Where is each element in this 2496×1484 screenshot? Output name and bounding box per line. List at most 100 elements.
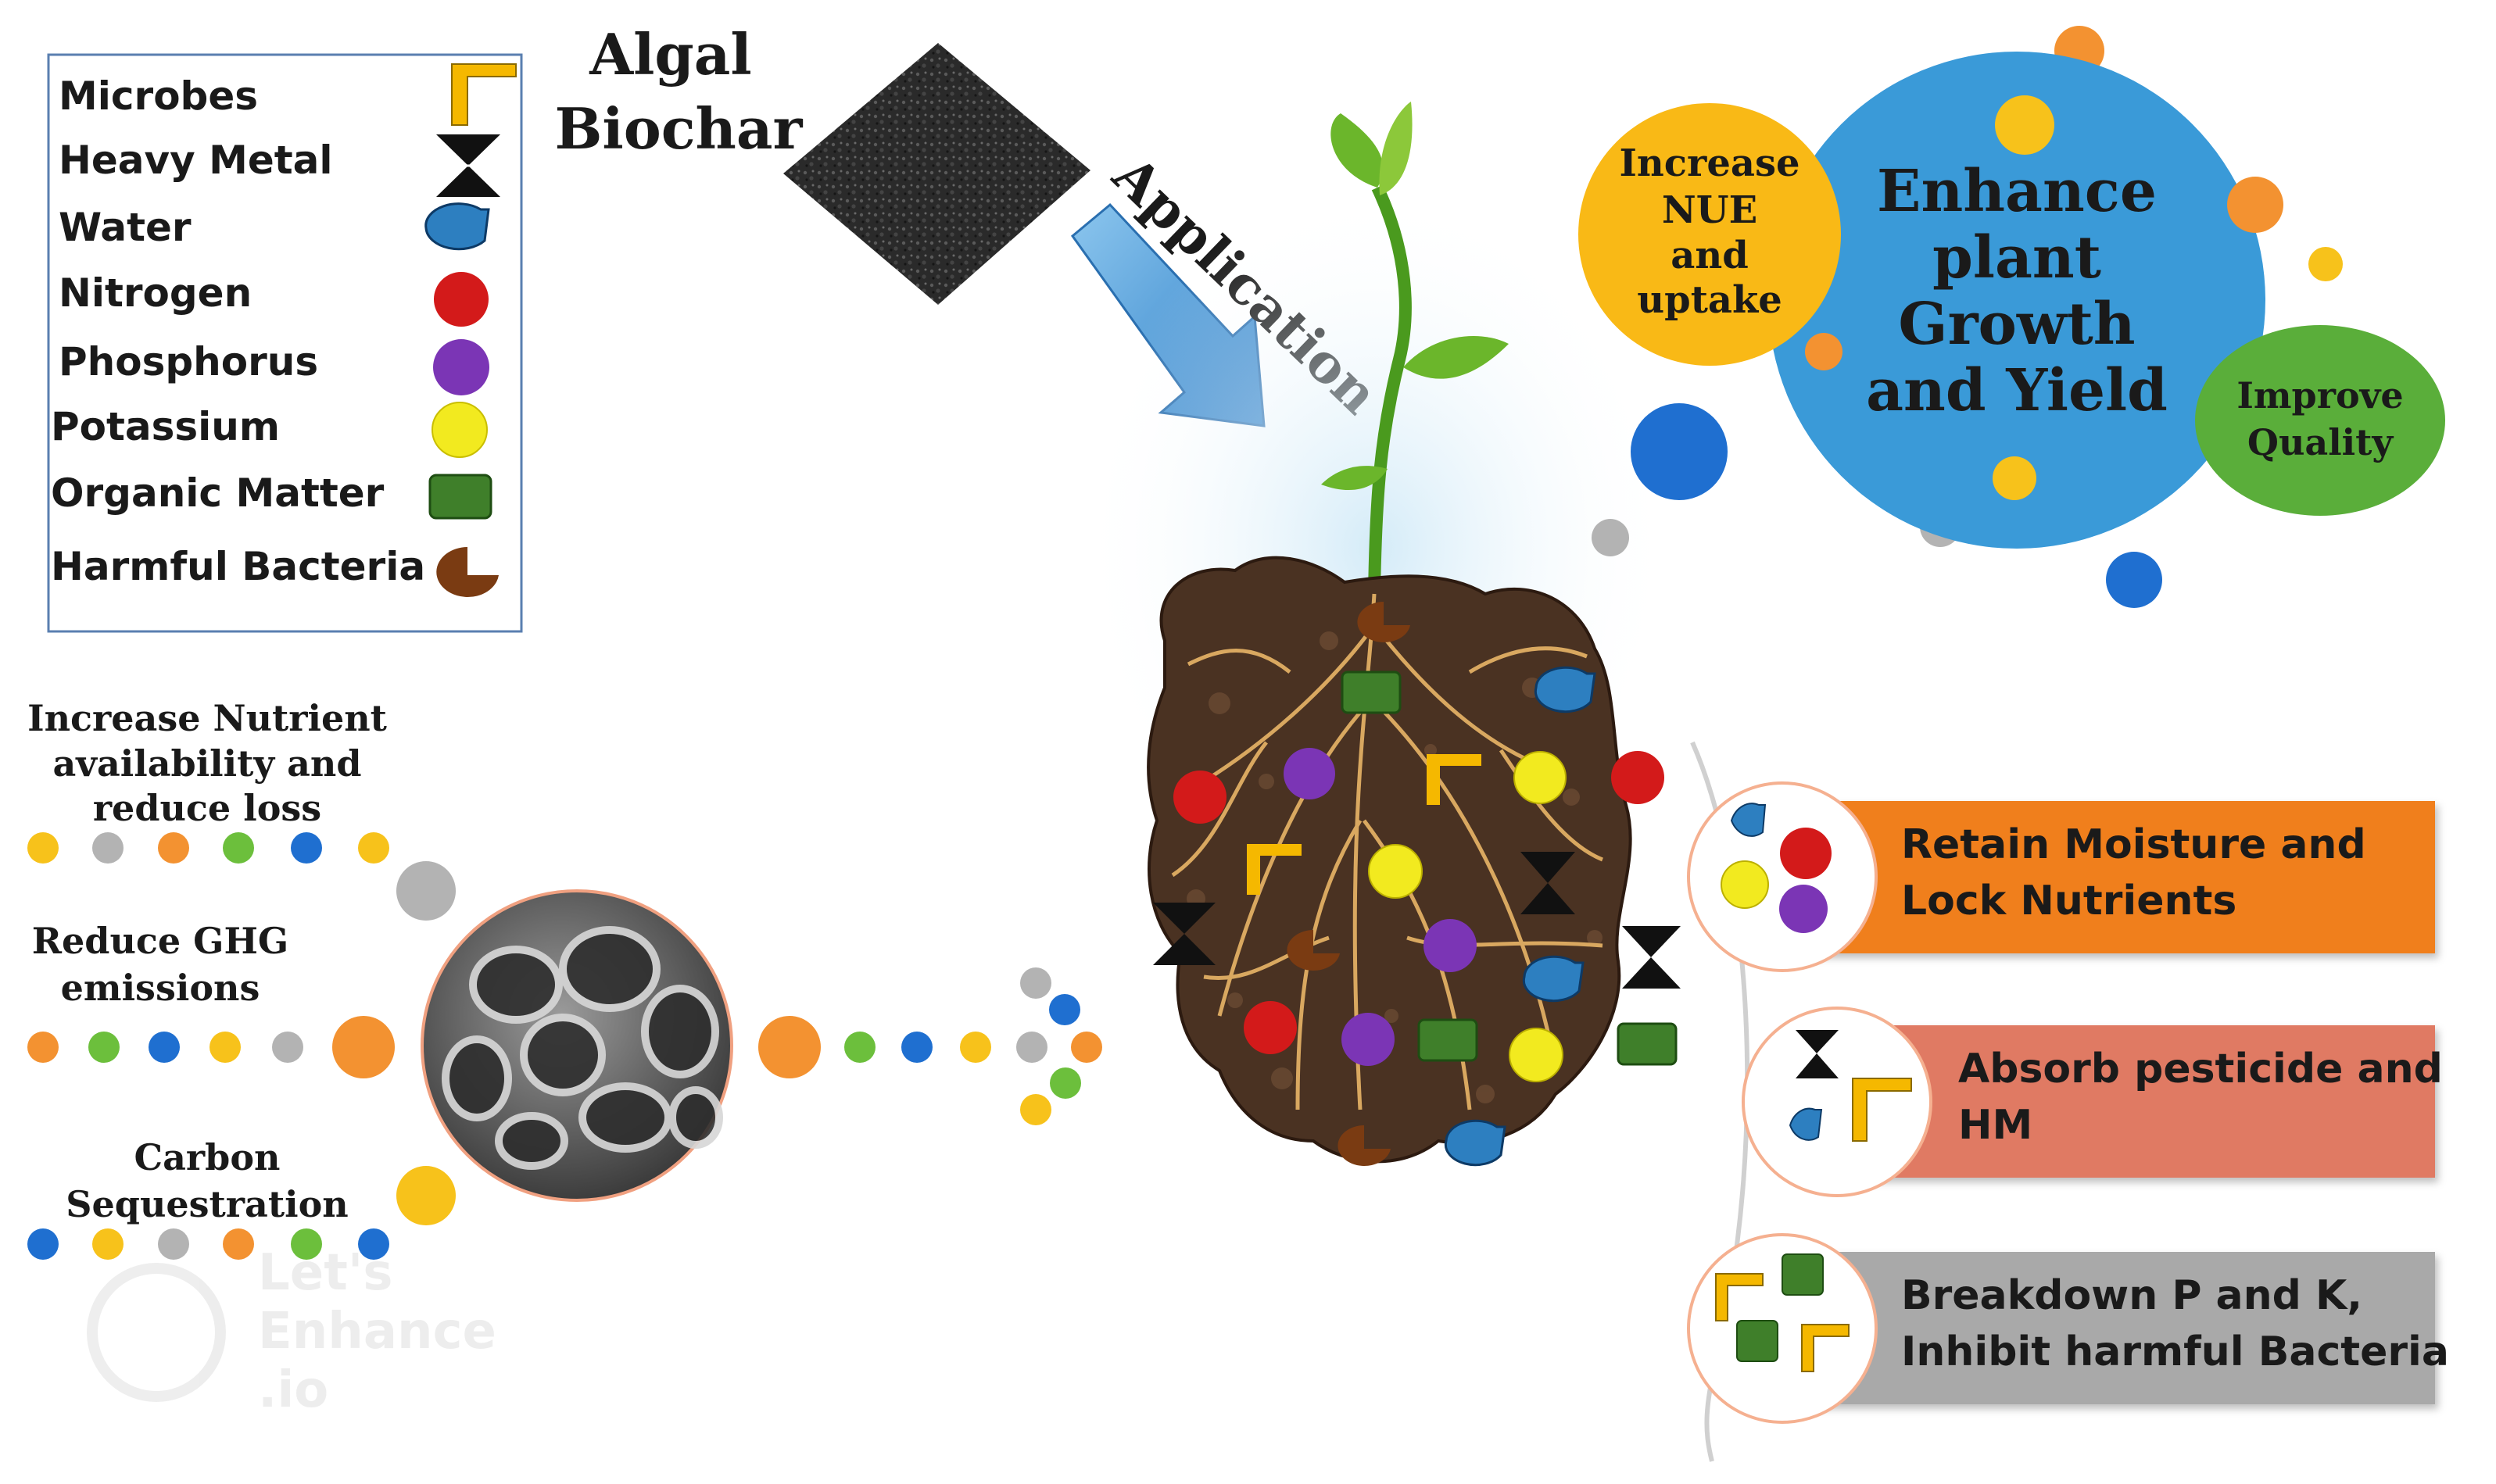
leaf-top2 — [1379, 102, 1413, 195]
harmful-bacteria-icon — [436, 547, 499, 597]
leaf-top — [1330, 113, 1384, 188]
water-drop-icon — [1789, 1107, 1823, 1141]
enhance-line2: plant — [1932, 224, 2101, 291]
deco-dot — [1805, 333, 1842, 370]
nutrient-label-line2: availability and — [52, 742, 361, 785]
phosphorus-dot-icon — [1779, 885, 1828, 933]
benefit-bars: Retain Moisture and Lock Nutrients Absor… — [1687, 741, 2449, 1462]
deco-dot — [2106, 552, 2162, 608]
soil-phosphorus-1 — [1284, 748, 1335, 799]
nue-line4: uptake — [1637, 278, 1782, 322]
soil-potassium-2 — [1368, 844, 1423, 899]
soil-phosphorus-3 — [1341, 1013, 1395, 1066]
soil-bacteria-1 — [1357, 602, 1410, 642]
benefit-moisture-line1: Retain Moisture and — [1901, 821, 2366, 868]
legend-label-potassium: Potassium — [51, 404, 280, 449]
biochar-label-line1: Algal — [589, 21, 752, 88]
organic-matter-icon — [1782, 1253, 1824, 1296]
deco-dot — [1592, 519, 1629, 556]
organic-matter-icon — [1736, 1320, 1778, 1362]
benefit-breakdown-line2: Inhibit harmful Bacteria — [1901, 1328, 2449, 1375]
quality-line1: Improve — [2236, 374, 2403, 417]
benefit-bubbles: Enhance plant Growth and Yield Increase … — [1578, 26, 2445, 608]
watermark: Let's Enhance .io — [87, 1244, 496, 1419]
microbe-icon — [451, 63, 517, 126]
water-drop-icon — [424, 202, 490, 251]
quality-line2: Quality — [2247, 421, 2394, 463]
organic-matter-icon — [428, 474, 492, 520]
watermark-logo — [87, 1263, 226, 1402]
heavy-metal-icon — [1796, 1030, 1839, 1078]
water-drop-icon — [1730, 803, 1767, 837]
microbe-icon — [1852, 1078, 1912, 1142]
benefit-breakdown-line1: Breakdown P and K, — [1901, 1272, 2362, 1319]
soil-organic-3 — [1617, 1022, 1678, 1066]
legend-box — [47, 53, 523, 633]
nitrogen-dot-icon — [434, 272, 489, 327]
benefit-bar-moisture — [1790, 801, 2435, 953]
microbe-icon — [1801, 1324, 1850, 1372]
soil-organic-1 — [1341, 670, 1402, 714]
nue-line3: and — [1671, 234, 1749, 277]
soil-heavy-metal-3 — [1622, 926, 1681, 989]
deco-dot — [1631, 403, 1728, 500]
biochar-label-line2: Biochar — [554, 95, 803, 162]
soil-phosphorus-2 — [1423, 919, 1477, 972]
watermark-line1: Let's — [258, 1244, 392, 1302]
benefit-circle-absorb — [1742, 1007, 1932, 1197]
deco-dot — [1993, 456, 2036, 500]
deco-dot — [1995, 95, 2054, 155]
soil-microbe-1 — [1427, 754, 1481, 805]
soil-heavy-metal-2 — [1520, 852, 1575, 914]
left-benefits: Increase Nutrient availability and reduc… — [27, 697, 1102, 1260]
deco-dot — [2308, 247, 2343, 281]
enhance-line4: and Yield — [1866, 357, 2168, 424]
soil-bacteria-3 — [1338, 1125, 1391, 1166]
dot-chain-connector — [758, 967, 1102, 1125]
legend-label-phosphorus: Phosphorus — [59, 339, 318, 384]
microbe-icon — [1715, 1273, 1764, 1321]
benefit-bar-absorb — [1841, 1025, 2435, 1178]
soil-potassium-1 — [1513, 751, 1567, 804]
soil-bacteria-2 — [1287, 930, 1340, 971]
nutrient-label-line1: Increase Nutrient — [27, 697, 388, 739]
carbon-label-line1: Carbon — [134, 1136, 281, 1178]
dot-chain-ghg — [27, 1016, 395, 1078]
plant-soil — [1079, 102, 1681, 1167]
benefit-circle-moisture — [1687, 781, 1878, 972]
potassium-dot-icon — [1721, 860, 1769, 909]
soil-potassium-3 — [1509, 1028, 1563, 1082]
plant-stem — [1368, 184, 1412, 595]
potassium-dot-icon — [432, 402, 488, 458]
nue-line1: Increase — [1619, 141, 1799, 185]
legend: Microbes Heavy Metal Water Nitrogen Phos… — [47, 53, 523, 633]
benefit-absorb-line2: HM — [1958, 1102, 2032, 1149]
soil-nitrogen-2 — [1611, 751, 1664, 804]
soil-water-1 — [1534, 666, 1596, 713]
carbon-label-line2: Sequestration — [66, 1183, 348, 1225]
enhance-line3: Growth — [1898, 291, 2135, 358]
biochar-image — [783, 43, 1090, 305]
soil-items — [1153, 602, 1681, 1167]
ghg-label-line1: Reduce GHG — [32, 920, 288, 962]
watermark-line3: .io — [258, 1361, 328, 1419]
ghg-label-line2: emissions — [61, 967, 260, 1009]
watermark-line2: Enhance — [258, 1303, 496, 1361]
sem-pore-image — [421, 889, 733, 1202]
legend-label-nitrogen: Nitrogen — [59, 270, 252, 316]
nitrogen-dot-icon — [1780, 828, 1832, 879]
benefit-absorb-line1: Absorb pesticide and — [1958, 1046, 2443, 1092]
leaf-right — [1403, 336, 1509, 379]
soil-water-3 — [1444, 1119, 1506, 1167]
legend-label-heavy-metal: Heavy Metal — [59, 138, 333, 183]
deco-dot — [2227, 177, 2283, 233]
soil-nitrogen-1 — [1173, 771, 1227, 824]
legend-label-organic-matter: Organic Matter — [51, 470, 385, 516]
soil-water-2 — [1522, 955, 1585, 1003]
legend-label-microbes: Microbes — [59, 73, 258, 119]
dot-chain-carbon — [27, 1166, 456, 1260]
legend-label-harmful-bacteria: Harmful Bacteria — [51, 544, 425, 589]
soil-nitrogen-3 — [1244, 1001, 1297, 1054]
dot-chain-nutrient — [27, 832, 456, 921]
